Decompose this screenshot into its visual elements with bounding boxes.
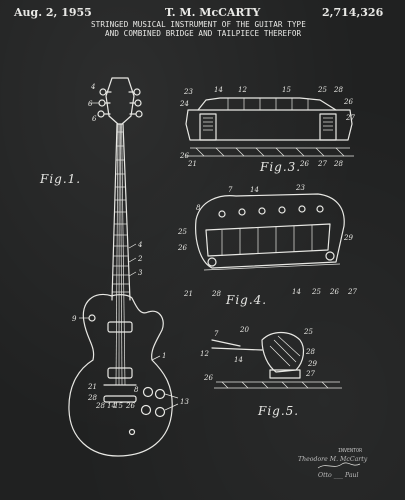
svg-text:8: 8 [134,386,139,394]
figure-label-4: Fig.4. [226,293,268,307]
svg-text:21: 21 [87,383,97,391]
svg-text:20: 20 [239,326,249,334]
svg-text:7: 7 [228,186,233,194]
svg-text:27: 27 [305,370,315,378]
svg-text:29: 29 [307,360,317,368]
inventor-label: INVENTOR [338,448,363,454]
svg-text:12: 12 [200,350,209,358]
svg-text:7: 7 [214,330,219,338]
svg-text:4: 4 [137,241,142,249]
svg-text:28: 28 [211,290,221,298]
svg-text:3: 3 [138,269,143,277]
svg-text:26: 26 [177,244,187,252]
svg-text:14: 14 [292,288,301,296]
svg-text:23: 23 [295,184,305,192]
svg-text:26: 26 [343,98,353,106]
figure-label-1: Fig.1. [40,172,82,186]
svg-text:2: 2 [137,255,143,263]
svg-text:26: 26 [203,374,213,382]
svg-text:26: 26 [125,402,135,410]
svg-text:8: 8 [196,204,201,212]
inventor-signature: Theodore M. McCarty [298,456,368,463]
figure-label-3: Fig.3. [260,160,302,174]
inventor-name-header: T. M. McCARTY [165,6,261,19]
svg-text:27: 27 [345,114,355,122]
svg-text:28: 28 [333,86,343,94]
svg-text:1: 1 [162,352,166,360]
detail-drawing-fig5: 7 20 25 28 29 27 12 14 26 [200,326,342,389]
svg-text:23: 23 [183,88,193,96]
patent-date: Aug. 2, 1955 [14,6,92,19]
patent-number: 2,714,326 [322,6,384,19]
svg-text:4: 4 [90,83,95,91]
svg-text:24: 24 [179,100,189,108]
svg-text:12: 12 [238,86,247,94]
svg-text:25: 25 [311,288,321,296]
bridge-drawing-fig4: 7 14 23 8 25 26 21 28 14 25 26 27 29 [177,184,357,298]
svg-text:26: 26 [299,160,309,168]
svg-text:28: 28 [305,348,315,356]
svg-text:14: 14 [107,402,116,410]
svg-text:13: 13 [180,398,189,406]
patent-title-line1: STRINGED MUSICAL INSTRUMENT OF THE GUITA… [91,20,306,29]
svg-text:6: 6 [88,100,93,108]
patent-title-line2: AND COMBINED BRIDGE AND TAILPIECE THEREF… [105,29,302,38]
svg-text:27: 27 [317,160,327,168]
svg-text:26: 26 [179,152,189,160]
svg-text:14: 14 [234,356,243,364]
svg-text:27: 27 [347,288,357,296]
svg-text:26: 26 [329,288,339,296]
svg-text:9: 9 [72,315,77,323]
svg-text:25: 25 [317,86,327,94]
svg-text:29: 29 [343,234,353,242]
svg-text:28: 28 [333,160,343,168]
svg-text:25: 25 [303,328,313,336]
signature-flourish [317,462,361,469]
svg-text:15: 15 [282,86,291,94]
svg-text:21: 21 [187,160,197,168]
svg-text:14: 14 [214,86,223,94]
attorney-signature: Otto ___ Paul [318,472,359,479]
svg-text:14: 14 [250,186,259,194]
svg-text:25: 25 [177,228,187,236]
svg-text:15: 15 [114,402,123,410]
svg-text:28: 28 [87,394,97,402]
svg-text:28: 28 [95,402,105,410]
svg-text:21: 21 [183,290,193,298]
figure-label-5: Fig.5. [258,404,300,418]
svg-text:6: 6 [92,115,97,123]
